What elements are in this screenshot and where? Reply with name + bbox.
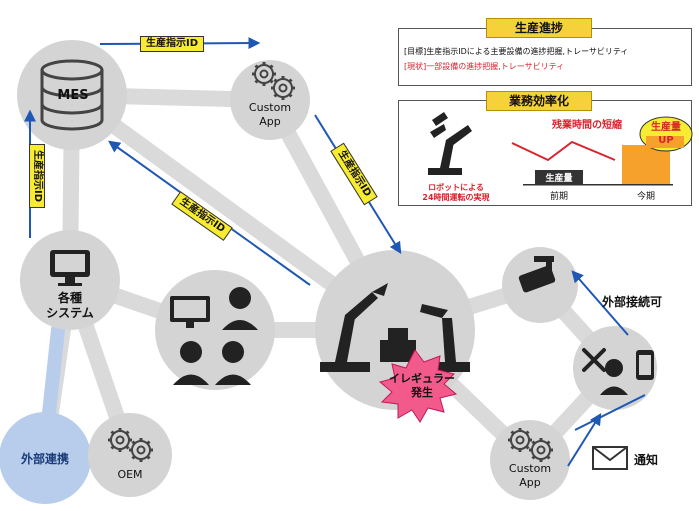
camera-icon (518, 256, 556, 293)
notify-label: 通知 (634, 453, 659, 467)
operators-icon (170, 287, 258, 385)
overtime-label: 残業時間の短縮 (552, 120, 622, 131)
systems-label: 各種 システム (46, 291, 94, 320)
irregular-label: イレギュラー 発生 (389, 372, 455, 399)
smartphone-icon (636, 350, 654, 380)
prev-bar (535, 170, 583, 184)
external-link-node (0, 412, 91, 504)
custom-app-bottom-label: Custom App (508, 462, 552, 489)
robot-arm-icon (320, 283, 470, 372)
current-text: [現状]一部設備の進捗把握,トレーサビリティ (404, 62, 565, 71)
robot-arm-icon (428, 112, 472, 175)
custom-app-top-label: Custom App (248, 101, 292, 128)
efficiency-panel-title: 業務効率化 (486, 91, 592, 111)
external-link-label: 外部連携 (20, 452, 69, 466)
irregular-burst (378, 349, 458, 423)
tools-icon (582, 348, 606, 372)
worker-icon (600, 359, 628, 395)
monitor-icon (50, 250, 90, 286)
mes-label: MES (57, 88, 89, 103)
up-badge (639, 116, 693, 152)
now-bar (622, 145, 670, 184)
oem-label: OEM (117, 468, 143, 481)
arrow-tag-mes-app: 生産指示ID (140, 36, 205, 52)
period-prev: 前期 (549, 192, 568, 202)
overtime-trend-line (511, 140, 616, 162)
robot-caption: ロボットによる 24時間運転の実現 (422, 183, 490, 202)
external-connect-label: 外部接続可 (602, 295, 663, 309)
bar-label: 生産量 (545, 174, 573, 184)
mail-icon (592, 446, 628, 470)
oem-node (88, 413, 172, 497)
badge-label: 生産量 UP (651, 122, 681, 146)
database-icon (40, 59, 104, 131)
production-panel-title: 生産進捗 (486, 18, 592, 38)
goal-text: [目標]生産指示IDによる主要設備の進捗把握,トレーサビリティ (404, 47, 629, 56)
period-now: 今期 (636, 192, 655, 202)
